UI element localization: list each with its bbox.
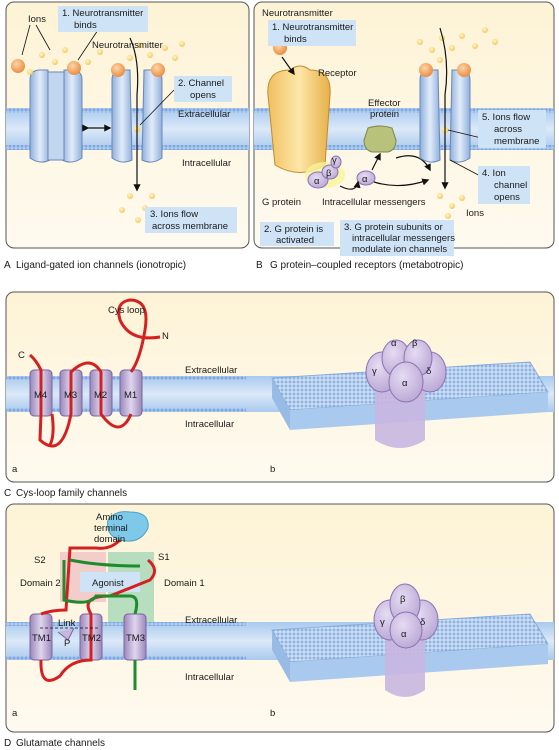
- step1-a-line1: 1. Neurotransmitter: [62, 8, 143, 19]
- panel-a: Ions 1. Neurotransmitter binds Neurotran…: [4, 1, 250, 271]
- label-m4: M4: [34, 390, 47, 401]
- label-m1: M1: [124, 390, 137, 401]
- label-alpha-b1: α: [314, 176, 320, 187]
- caption-a-letter: A: [4, 260, 11, 271]
- label-delta-c: δ: [426, 366, 431, 377]
- label-amino-1: Amino: [96, 512, 123, 523]
- label-cys-loop: Cys loop: [108, 305, 145, 316]
- step5-line3: membrane: [494, 136, 539, 147]
- cys-loop-pentamer: [365, 339, 447, 448]
- label-tm2: TM2: [82, 633, 101, 644]
- label-n-terminus: N: [162, 331, 169, 342]
- g-protein-complex: [305, 155, 345, 189]
- step3-a-line2: across membrane: [152, 221, 228, 232]
- ion-channel-b: [419, 69, 471, 163]
- step1-b-line1: 1. Neurotransmitter: [272, 22, 353, 33]
- caption-d: Glutamate channels: [16, 738, 105, 749]
- effector-protein: [363, 125, 397, 153]
- step2-a-line2: opens: [190, 90, 216, 101]
- label-link: Link: [58, 618, 76, 629]
- label-intracellular-messengers: Intracellular messengers: [322, 197, 426, 208]
- label-beta-c: β: [412, 338, 418, 349]
- step2-b-line1: 2. G protein is: [264, 224, 323, 235]
- open-channel: [111, 69, 163, 163]
- step3-b-line2: intracellular messengers: [352, 233, 455, 244]
- label-c-terminus: C: [18, 350, 25, 361]
- label-delta-d: δ: [420, 617, 425, 628]
- label-tm3: TM3: [126, 633, 145, 644]
- label-neurotransmitter-b: Neurotransmitter: [262, 8, 333, 19]
- label-gamma-d: γ: [380, 617, 385, 628]
- label-effector-1: Effector: [368, 98, 401, 109]
- label-alpha-b2: α: [362, 174, 368, 185]
- label-ions-a: Ions: [28, 14, 46, 25]
- step5-line1: 5. Ions flow: [482, 112, 530, 123]
- label-alpha-d: α: [401, 629, 407, 640]
- step3-b-line3: modulate ion channels: [352, 244, 447, 255]
- caption-c-letter: C: [4, 488, 11, 499]
- step4-line2: channel: [494, 180, 527, 191]
- step3-a-line1: 3. Ions flow: [150, 209, 198, 220]
- label-beta-d: β: [400, 594, 406, 605]
- label-domain-1: Domain 1: [164, 578, 205, 589]
- step4-line3: opens: [494, 192, 520, 203]
- receptor-shape: [267, 65, 331, 173]
- label-agonist: Agonist: [92, 578, 124, 589]
- label-beta-b: β: [326, 168, 332, 179]
- label-subpanel-d-a: a: [12, 708, 18, 719]
- label-s1: S1: [158, 552, 170, 563]
- label-subpanel-c-a: a: [12, 464, 18, 475]
- label-p-loop: P: [64, 638, 70, 649]
- caption-a: Ligand-gated ion channels (ionotropic): [16, 260, 186, 271]
- label-s2: S2: [34, 555, 46, 566]
- label-m2: M2: [94, 390, 107, 401]
- label-intracellular-d: Intracellular: [185, 672, 234, 683]
- caption-c: Cys-loop family channels: [16, 488, 127, 499]
- step4-line1: 4. Ion: [482, 168, 506, 179]
- panel-b: α β γ α Neurotransmitter 1. Neurotrans: [253, 1, 555, 271]
- label-intracellular-a: Intracellular: [182, 158, 231, 169]
- label-neurotransmitter-a: Neurotransmitter: [92, 40, 163, 51]
- label-ions-b: Ions: [466, 208, 484, 219]
- label-tm1: TM1: [32, 633, 51, 644]
- step2-a-line1: 2. Channel: [178, 78, 224, 89]
- label-subpanel-c-b: b: [270, 464, 275, 475]
- label-m3: M3: [64, 390, 77, 401]
- neurotransmitter-a2: [67, 61, 81, 75]
- agonist-box: [80, 572, 140, 592]
- cys-loop-chain: [117, 298, 161, 373]
- label-gamma-c: γ: [372, 366, 377, 377]
- label-receptor: Receptor: [318, 68, 357, 79]
- panel-d: Amino terminal domain S2 S1 Domain 2 Dom…: [4, 503, 555, 749]
- step1-b-line2: binds: [284, 34, 307, 45]
- label-subpanel-d-b: b: [270, 708, 275, 719]
- label-g-protein: G protein: [262, 197, 301, 208]
- step3-b-line1: 3. G protein subunits or: [344, 222, 443, 233]
- caption-d-letter: D: [4, 738, 11, 749]
- label-intracellular-c: Intracellular: [185, 419, 234, 430]
- label-amino-3: domain: [94, 534, 125, 545]
- caption-b: G protein–coupled receptors (metabotropi…: [270, 260, 463, 271]
- neurotransmitter-a1: [11, 59, 25, 73]
- step5-line2: across: [494, 124, 522, 135]
- label-domain-2: Domain 2: [20, 578, 61, 589]
- label-gamma-b: γ: [332, 155, 337, 166]
- label-alpha-c2: α: [402, 378, 408, 389]
- step2-b-line2: activated: [276, 235, 314, 246]
- alpha-subunit-free: [356, 170, 376, 186]
- closed-channel: [29, 69, 83, 163]
- glutamate-tetramer: [373, 583, 439, 697]
- panel-c: Cys loop N C Extracellular Intracellular…: [4, 291, 555, 499]
- label-alpha-c1: α: [391, 338, 397, 349]
- step1-a-line2: binds: [74, 20, 97, 31]
- label-extracellular-c: Extracellular: [185, 365, 237, 376]
- label-extracellular-d: Extracellular: [185, 615, 237, 626]
- label-effector-2: protein: [370, 109, 399, 120]
- label-extracellular-a: Extracellular: [178, 109, 230, 120]
- transmembrane-helices-c: [29, 369, 143, 417]
- amino-terminal-domain: [107, 511, 149, 542]
- label-amino-2: terminal: [94, 523, 128, 534]
- caption-b-letter: B: [256, 260, 263, 271]
